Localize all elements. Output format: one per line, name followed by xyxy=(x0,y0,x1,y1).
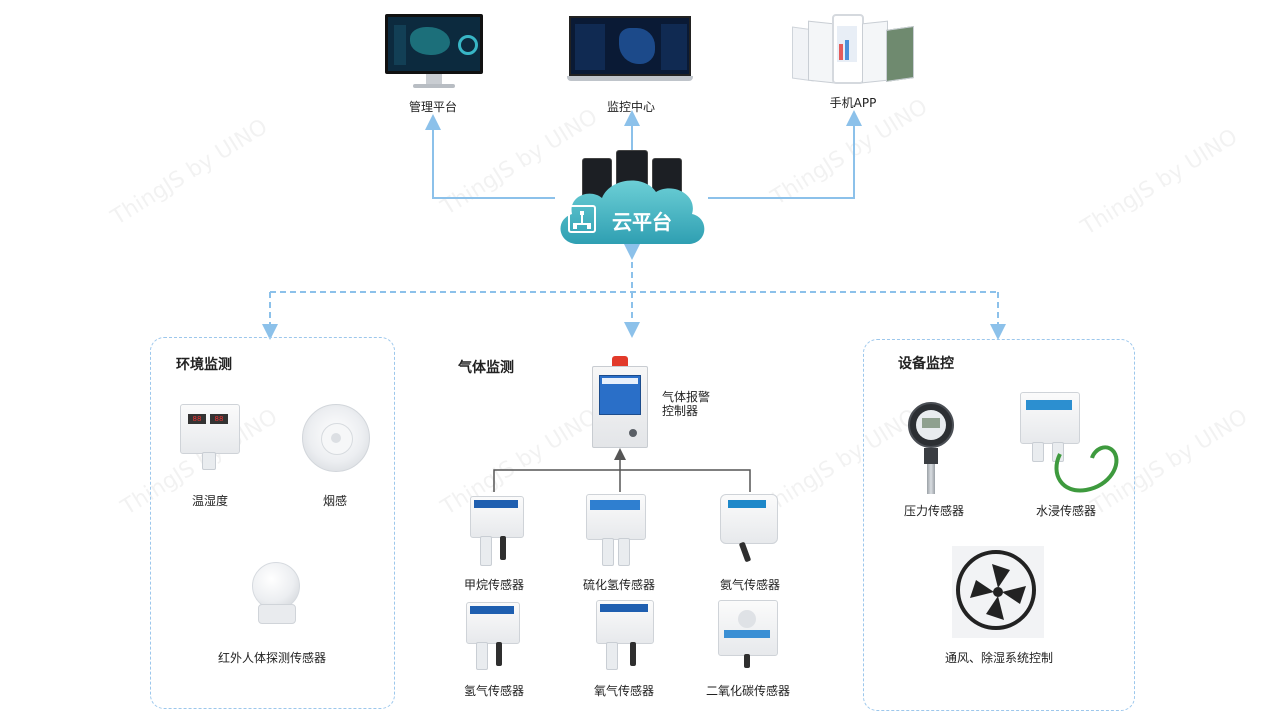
management-monitor-icon xyxy=(385,14,483,90)
equipment-title: 设备监控 xyxy=(898,356,954,372)
oxygen-sensor-icon xyxy=(596,600,656,672)
gas-alarm-controller-icon xyxy=(592,356,648,448)
pressure-sensor-icon xyxy=(906,402,956,496)
carbon-dioxide-sensor-icon xyxy=(718,600,778,670)
environment-group xyxy=(150,337,395,709)
gas-sensor-label: 氨气传感器 xyxy=(719,578,780,592)
phones-icon xyxy=(792,14,916,84)
gas-sensor-label: 二氧化碳传感器 xyxy=(705,684,790,698)
gas-sensor-label: 甲烷传感器 xyxy=(463,578,524,592)
monitoring-laptop-icon xyxy=(567,16,693,82)
env-item-label: 红外人体探测传感器 xyxy=(217,651,326,665)
equipment-item-label: 压力传感器 xyxy=(903,504,964,518)
ammonia-sensor-icon xyxy=(720,494,780,566)
hydrogen-sulfide-sensor-icon xyxy=(586,494,646,568)
gas-controller-label: 气体报警 控制器 xyxy=(662,390,711,418)
water-leak-sensor-icon xyxy=(1016,392,1128,496)
hydrogen-sensor-icon xyxy=(466,602,520,672)
management-platform-label: 管理平台 xyxy=(408,100,457,114)
gas-sensor-label: 氧气传感器 xyxy=(593,684,654,698)
gas-tree-lines xyxy=(493,469,751,492)
gas-sensor-label: 硫化氢传感器 xyxy=(582,578,655,592)
mobile-app-label: 手机APP xyxy=(829,96,877,110)
env-item-label: 烟感 xyxy=(322,494,347,508)
equipment-group xyxy=(863,339,1135,711)
methane-sensor-icon xyxy=(470,496,524,568)
temperature-humidity-sensor-icon: 88 88 xyxy=(180,404,240,470)
network-icon xyxy=(568,205,596,233)
ventilation-fan-icon xyxy=(952,546,1044,638)
pir-sensor-icon xyxy=(250,562,302,624)
cloud-label: 云平台 xyxy=(612,210,672,234)
equipment-item-label: 通风、除湿系统控制 xyxy=(944,651,1053,665)
monitoring-center-label: 监控中心 xyxy=(606,100,655,114)
cloud-shape xyxy=(560,180,705,244)
arrow-to-management xyxy=(425,114,555,199)
smoke-detector-icon xyxy=(302,404,370,472)
env-item-label: 温湿度 xyxy=(191,494,228,508)
environment-title: 环境监测 xyxy=(176,357,232,373)
gas-sensor-label: 氢气传感器 xyxy=(463,684,524,698)
gas-title: 气体监测 xyxy=(458,360,514,376)
arrow-to-app xyxy=(708,110,862,199)
equipment-item-label: 水浸传感器 xyxy=(1035,504,1096,518)
